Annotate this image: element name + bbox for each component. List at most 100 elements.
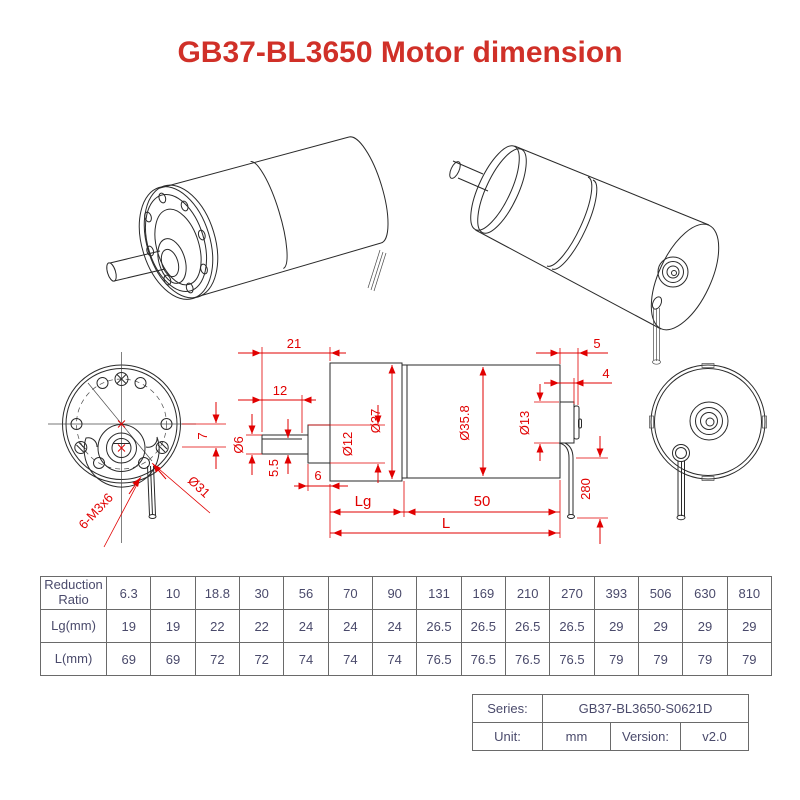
table-cell: 56 (283, 576, 329, 610)
table-cell: 393 (593, 576, 639, 610)
table-cell: 76.5 (504, 642, 551, 676)
table-cell: 24 (372, 609, 418, 643)
table-cell: 72 (239, 642, 285, 676)
svg-text:12: 12 (273, 383, 287, 398)
svg-text:Ø37: Ø37 (368, 409, 383, 434)
wire-exit-hole (672, 444, 690, 462)
shaft-stub-3d (449, 160, 489, 192)
row-label: Lg(mm) (39, 609, 108, 643)
rear-orthographic-view (649, 363, 767, 521)
series-value: GB37-BL3650-S0621D (541, 694, 750, 723)
table-cell: 22 (239, 609, 285, 643)
table-cell: 29 (682, 609, 728, 643)
table-cell: 19 (150, 609, 196, 643)
info-table: Series: GB37-BL3650-S0621D Unit: mm Vers… (472, 694, 750, 751)
svg-text:Ø13: Ø13 (517, 411, 532, 436)
table-cell: 169 (460, 576, 507, 610)
page-title: GB37-BL3650 Motor dimension (177, 36, 623, 69)
table-cell: 6.3 (106, 576, 152, 610)
table-cell: 74 (283, 642, 329, 676)
front-orthographic-view: 7 Ø31 6-M3x6 (48, 352, 226, 548)
mounting-holes (70, 377, 173, 469)
rear-boss-3d (657, 256, 689, 288)
dim-total-length: L (330, 515, 560, 537)
table-cell: 79 (593, 642, 639, 676)
dim-shaft-total: 21 (238, 336, 346, 357)
svg-text:Ø12: Ø12 (340, 432, 355, 457)
dim-shaft-offset: 7 (182, 402, 226, 469)
motor-3d-rear-view (449, 145, 720, 365)
svg-text:21: 21 (287, 336, 301, 351)
table-cell: 29 (593, 609, 639, 643)
center-marks (117, 420, 126, 452)
svg-text:Lg: Lg (355, 493, 372, 510)
table-cell: 506 (637, 576, 684, 610)
table-cell: 30 (239, 576, 285, 610)
svg-text:6-M3x6: 6-M3x6 (75, 490, 116, 532)
table-cell: 131 (416, 576, 462, 610)
svg-text:Ø6: Ø6 (231, 436, 246, 453)
table-cell: 69 (106, 642, 152, 676)
dim-front-boss-len: 6 (294, 468, 348, 490)
series-label: Series: (472, 694, 543, 723)
table-cell: 70 (327, 576, 374, 610)
table-cell: 72 (194, 642, 241, 676)
table-cell: 76.5 (549, 642, 595, 676)
motor-wires-3d (367, 249, 387, 292)
svg-text:Ø31: Ø31 (185, 473, 213, 501)
row-label: Reduction Ratio (39, 576, 108, 610)
svg-text:50: 50 (474, 493, 491, 510)
assembly-screw-left (74, 441, 88, 454)
dim-rear-boss-len: 4 (544, 366, 612, 387)
table-cell: 24 (327, 609, 374, 643)
table-cell: 29 (726, 609, 773, 643)
front-view-wire (147, 465, 157, 519)
dim-flat-height: 5.5 (266, 419, 292, 477)
table-cell: 29 (637, 609, 684, 643)
table-cell: 74 (372, 642, 418, 676)
section-wire (558, 442, 575, 519)
svg-text:5.5: 5.5 (266, 459, 281, 477)
motor-wire-3d (652, 307, 661, 365)
table-cell: 74 (327, 642, 374, 676)
dim-shaft-dia: Ø6 (231, 414, 256, 475)
table-cell: 79 (682, 642, 728, 676)
dim-rear-total: 5 (536, 336, 608, 357)
version-value: v2.0 (679, 722, 750, 751)
rim-marks (649, 363, 767, 481)
table-cell: 10 (150, 576, 196, 610)
dim-rear-boss-dia: Ø13 (517, 384, 544, 461)
dim-gearbox-length: Lg (330, 493, 404, 516)
table-cell: 18.8 (194, 576, 241, 610)
dim-motor-body-length: 50 (404, 493, 560, 516)
table-cell: 90 (372, 576, 418, 610)
svg-text:280: 280 (578, 478, 593, 500)
dim-wire-length: 280 (578, 436, 604, 544)
svg-text:4: 4 (602, 366, 609, 381)
table-cell: 69 (150, 642, 196, 676)
unit-label: Unit: (472, 722, 543, 751)
table-cell: 19 (106, 609, 152, 643)
dim-front-boss-dia: Ø12 (340, 405, 382, 483)
table-cell: 26.5 (504, 609, 551, 643)
svg-text:7: 7 (195, 432, 210, 439)
side-section-view: 21 12 Ø6 5.5 (231, 336, 612, 544)
table-cell: 810 (726, 576, 773, 610)
dim-bolt-circle: Ø31 (151, 462, 213, 514)
svg-text:5: 5 (593, 336, 600, 351)
table-row: Unit: mm Version: v2.0 (472, 722, 750, 751)
table-cell: 270 (549, 576, 595, 610)
svg-text:6: 6 (314, 468, 321, 483)
dim-gearbox-dia: Ø37 (368, 365, 396, 479)
table-cell: 22 (194, 609, 241, 643)
table-cell: 210 (504, 576, 551, 610)
motor-3d-front-view (106, 136, 389, 300)
rear-view-wire (676, 461, 686, 521)
version-label: Version: (610, 722, 681, 751)
rear-boss-circles (689, 401, 729, 441)
